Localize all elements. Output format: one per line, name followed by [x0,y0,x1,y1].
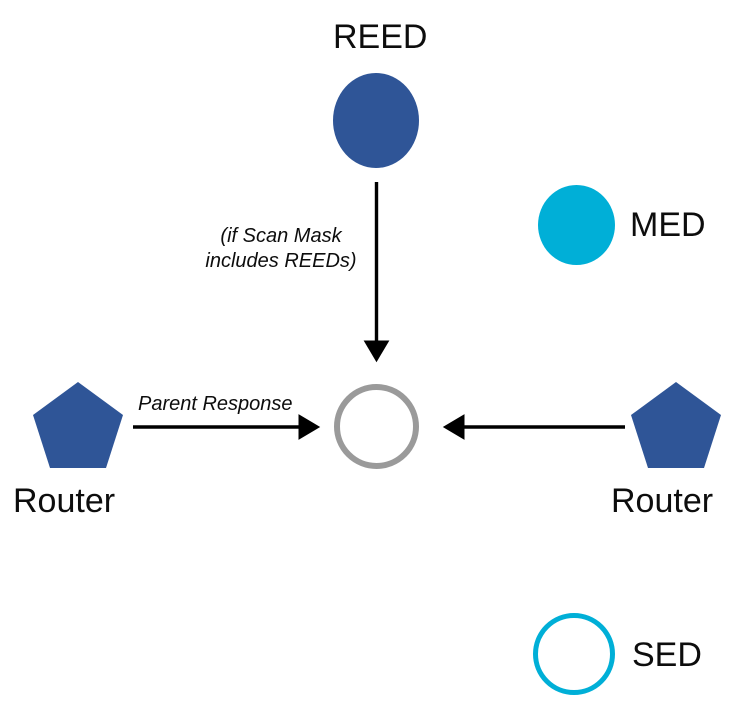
center-device-node[interactable] [334,384,419,469]
router-right-label: Router [611,482,714,520]
reed-node[interactable] [333,73,419,168]
scan-mask-annotation-line2: includes REEDs) [205,250,357,272]
router-left-label: Router [13,482,116,520]
sed-label: SED [632,636,702,674]
router-left-node[interactable] [31,380,125,470]
parent-response-label: Parent Response [138,393,293,415]
router-right-pentagon-shape [631,382,721,468]
med-label: MED [630,206,706,244]
reed-label: REED [333,18,428,56]
router-right-node[interactable] [629,380,723,470]
scan-mask-annotation: (if Scan Mask includes REEDs) [198,224,364,274]
scan-mask-annotation-line1: (if Scan Mask [220,225,342,247]
sed-node[interactable] [533,613,615,695]
router-left-pentagon-shape [33,382,123,468]
med-node[interactable] [538,185,615,265]
